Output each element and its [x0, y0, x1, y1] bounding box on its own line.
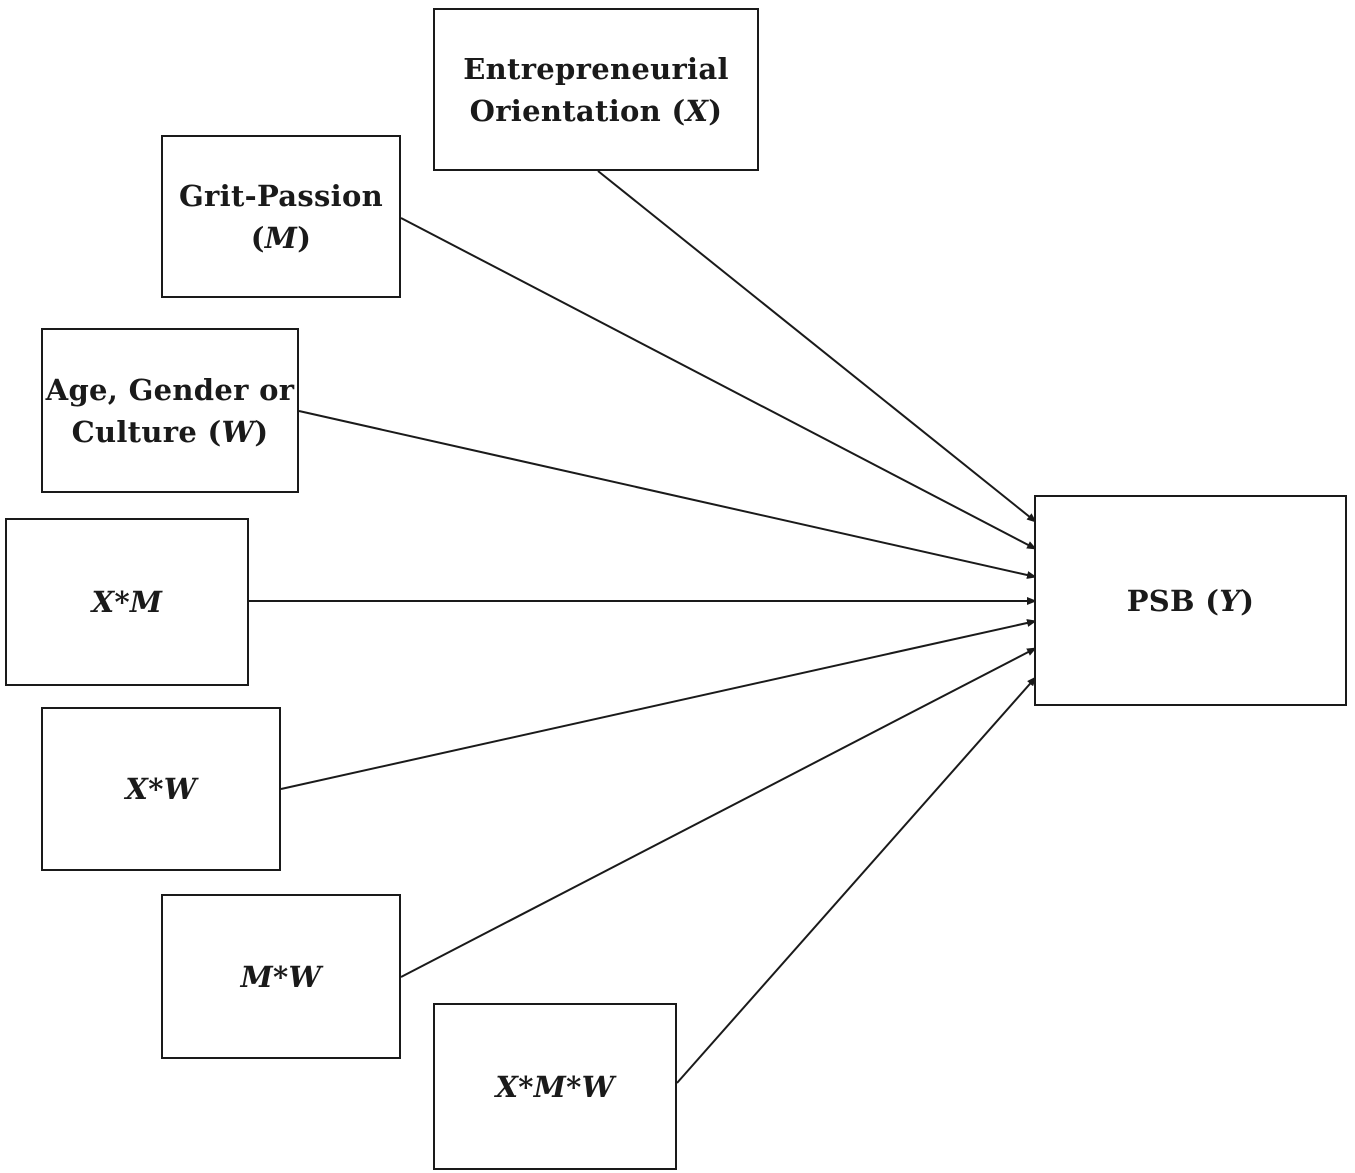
arrow-gp-to-psb [400, 217, 1037, 550]
node-entrepreneurial-orientation: Entrepreneurial Orientation (X) [433, 8, 759, 171]
variable-symbol: M [264, 220, 298, 255]
node-label-line2: (M) [179, 217, 383, 259]
edge-layer [249, 170, 1037, 1084]
variable-symbol: Y [1219, 583, 1241, 618]
arrow-xmw-to-psb [676, 676, 1037, 1084]
label-paren: ) [254, 414, 269, 449]
node-label-line2: Orientation (X) [463, 90, 729, 132]
node-grit-passion: Grit-Passion (M) [161, 135, 401, 298]
node-label: X*M*W [495, 1069, 615, 1104]
label-paren: ) [708, 93, 723, 128]
node-label: PSB (Y) [1127, 580, 1255, 622]
label-text: Orientation ( [469, 93, 686, 128]
node-label: X*W [125, 772, 197, 806]
node-x-m-w-interaction: X*M*W [433, 1003, 677, 1170]
node-m-w-interaction: M*W [161, 894, 401, 1059]
arrow-mw-to-psb [400, 647, 1037, 978]
node-label-line1: Age, Gender or [45, 372, 295, 407]
arrow-xw-to-psb [280, 619, 1037, 790]
variable-symbol: X [685, 93, 709, 128]
arrow-agc-to-psb [298, 410, 1037, 579]
label-paren: ( [250, 220, 265, 255]
node-age-gender-culture: Age, Gender or Culture (W) [41, 328, 299, 493]
label-text: Culture ( [71, 414, 222, 449]
label-text: PSB ( [1126, 583, 1220, 618]
node-label-line2: Culture (W) [46, 411, 295, 453]
node-label-line1: Entrepreneurial [463, 51, 729, 86]
node-label: X*M [91, 585, 163, 619]
node-x-m-interaction: X*M [5, 518, 249, 686]
arrow-eo-to-psb [597, 170, 1037, 523]
label-paren: ) [297, 220, 312, 255]
label-paren: ) [1240, 583, 1255, 618]
variable-symbol: W [221, 414, 255, 449]
node-x-w-interaction: X*W [41, 707, 281, 871]
node-psb-outcome: PSB (Y) [1034, 495, 1347, 706]
node-label-line1: Grit-Passion [178, 178, 383, 213]
node-label: M*W [240, 959, 322, 994]
